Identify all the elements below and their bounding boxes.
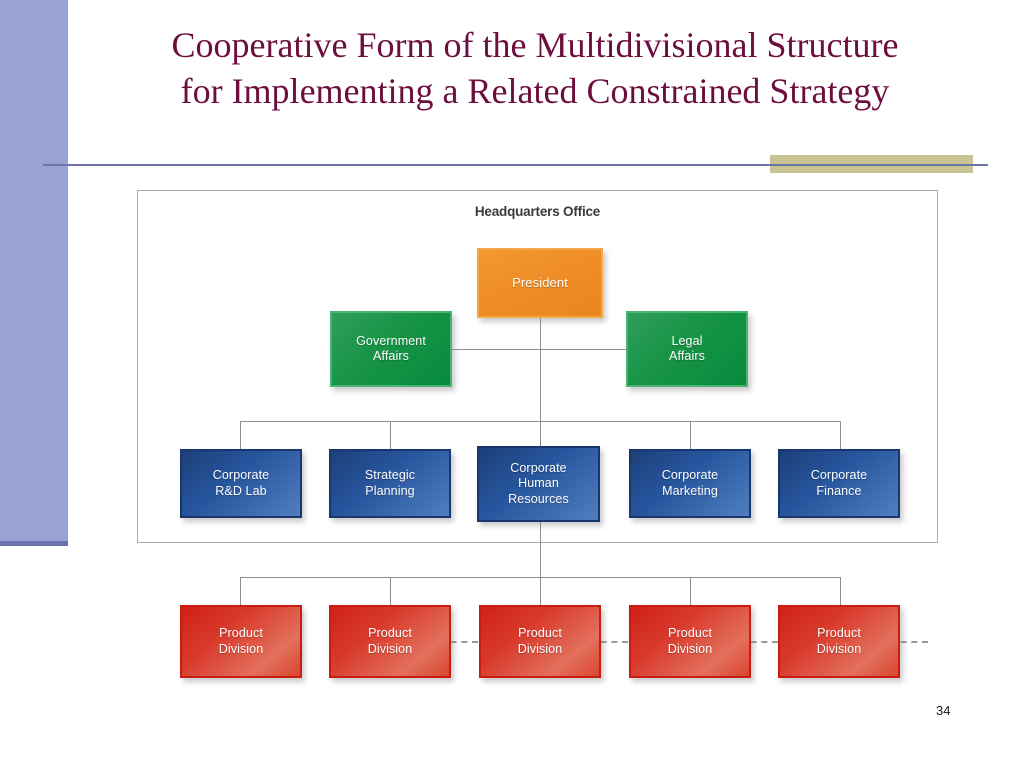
node-product-division-4-line-1: Product [668, 626, 712, 641]
node-corporate-human-resources-label: Corporate Human Resources [504, 461, 573, 507]
connector-drop-corporate-2 [390, 421, 391, 449]
connector-drop-division-1 [240, 577, 241, 605]
node-government-affairs-line-2: Affairs [373, 349, 409, 363]
connector-president-trunk [540, 318, 541, 421]
node-product-division-5-line-2: Division [816, 641, 862, 656]
node-product-division-1[interactable]: Product Division [180, 605, 302, 678]
node-corporate-marketing-label: Corporate Marketing [658, 468, 723, 499]
headquarters-office-label: Headquarters Office [474, 204, 601, 219]
node-corporate-human-resources-line-1: Corporate [510, 461, 567, 476]
node-government-affairs[interactable]: Government Affairs [330, 311, 452, 387]
title-rule-line [43, 164, 988, 166]
connector-drop-corporate-5 [840, 421, 841, 449]
page-title-line-1: Cooperative Form of the Multidivisional … [171, 25, 899, 65]
connector-drop-division-4 [690, 577, 691, 605]
connector-government-affairs-to-trunk [452, 349, 541, 350]
node-president[interactable]: President [477, 248, 603, 318]
node-product-division-3-line-1: Product [518, 626, 562, 641]
left-sidebar-accent [0, 0, 68, 546]
node-legal-affairs-line-1: Legal [671, 333, 703, 348]
node-corporate-rd-lab[interactable]: Corporate R&D Lab [180, 449, 302, 518]
connector-division-lateral-3 [740, 641, 778, 643]
node-corporate-human-resources[interactable]: Corporate Human Resources [477, 446, 600, 522]
node-product-division-2-line-1: Product [368, 626, 412, 641]
headquarters-frame [137, 190, 938, 543]
connector-drop-division-5 [840, 577, 841, 605]
node-product-division-1-line-1: Product [219, 626, 263, 641]
node-corporate-marketing-line-2: Marketing [662, 483, 718, 498]
node-product-division-4-label: Product Division [664, 626, 717, 657]
node-strategic-planning-line-2: Planning [365, 483, 415, 498]
node-legal-affairs-line-2: Affairs [669, 349, 705, 363]
connector-drop-division-3 [540, 577, 541, 605]
connector-drop-corporate-4 [690, 421, 691, 449]
node-product-division-4-line-2: Division [667, 641, 713, 656]
node-product-division-3[interactable]: Product Division [479, 605, 601, 678]
node-product-division-2-line-2: Division [367, 641, 413, 656]
connector-division-lateral-4 [890, 641, 928, 643]
page-title: Cooperative Form of the Multidivisional … [60, 22, 1010, 114]
connector-division-lateral-1 [440, 641, 478, 643]
node-corporate-rd-lab-label: Corporate R&D Lab [209, 468, 274, 499]
node-government-affairs-label: Government Affairs [352, 334, 430, 365]
node-president-label: President [512, 275, 568, 291]
connector-trunk-to-blue [540, 421, 541, 446]
node-product-division-5[interactable]: Product Division [778, 605, 900, 678]
connector-legal-affairs-to-trunk [540, 349, 627, 350]
node-corporate-finance[interactable]: Corporate Finance [778, 449, 900, 518]
node-corporate-marketing-line-1: Corporate [661, 468, 719, 483]
node-corporate-human-resources-line-3: Resources [508, 491, 569, 506]
page-title-line-2: for Implementing a Related Constrained S… [180, 71, 890, 112]
node-government-affairs-line-1: Government [356, 333, 426, 348]
node-product-division-4[interactable]: Product Division [629, 605, 751, 678]
node-corporate-rd-lab-line-1: Corporate [212, 468, 270, 483]
node-product-division-2[interactable]: Product Division [329, 605, 451, 678]
node-strategic-planning-line-1: Strategic [364, 468, 416, 483]
node-product-division-3-line-2: Division [517, 641, 563, 656]
node-product-division-5-label: Product Division [813, 626, 866, 657]
node-product-division-1-label: Product Division [215, 626, 268, 657]
node-corporate-marketing[interactable]: Corporate Marketing [629, 449, 751, 518]
node-corporate-human-resources-line-2: Human [518, 476, 559, 491]
node-legal-affairs[interactable]: Legal Affairs [626, 311, 748, 387]
node-product-division-3-label: Product Division [514, 626, 567, 657]
node-product-division-2-label: Product Division [364, 626, 417, 657]
node-strategic-planning-label: Strategic Planning [361, 468, 419, 499]
org-chart: Headquarters Office President Government… [137, 190, 938, 690]
page-number: 34 [936, 703, 951, 718]
node-corporate-finance-line-1: Corporate [810, 468, 868, 483]
connector-corporate-bus [240, 421, 840, 422]
node-strategic-planning[interactable]: Strategic Planning [329, 449, 451, 518]
connector-division-lateral-2 [590, 641, 628, 643]
node-corporate-rd-lab-line-2: R&D Lab [215, 483, 267, 498]
node-legal-affairs-label: Legal Affairs [665, 334, 709, 365]
connector-drop-corporate-1 [240, 421, 241, 449]
node-corporate-finance-label: Corporate Finance [807, 468, 872, 499]
left-sidebar-accent-foot [0, 541, 68, 546]
node-product-division-5-line-1: Product [817, 626, 861, 641]
connector-drop-division-2 [390, 577, 391, 605]
node-corporate-finance-line-2: Finance [816, 483, 862, 498]
node-product-division-1-line-2: Division [218, 641, 264, 656]
connector-blue-to-division-trunk [540, 522, 541, 577]
